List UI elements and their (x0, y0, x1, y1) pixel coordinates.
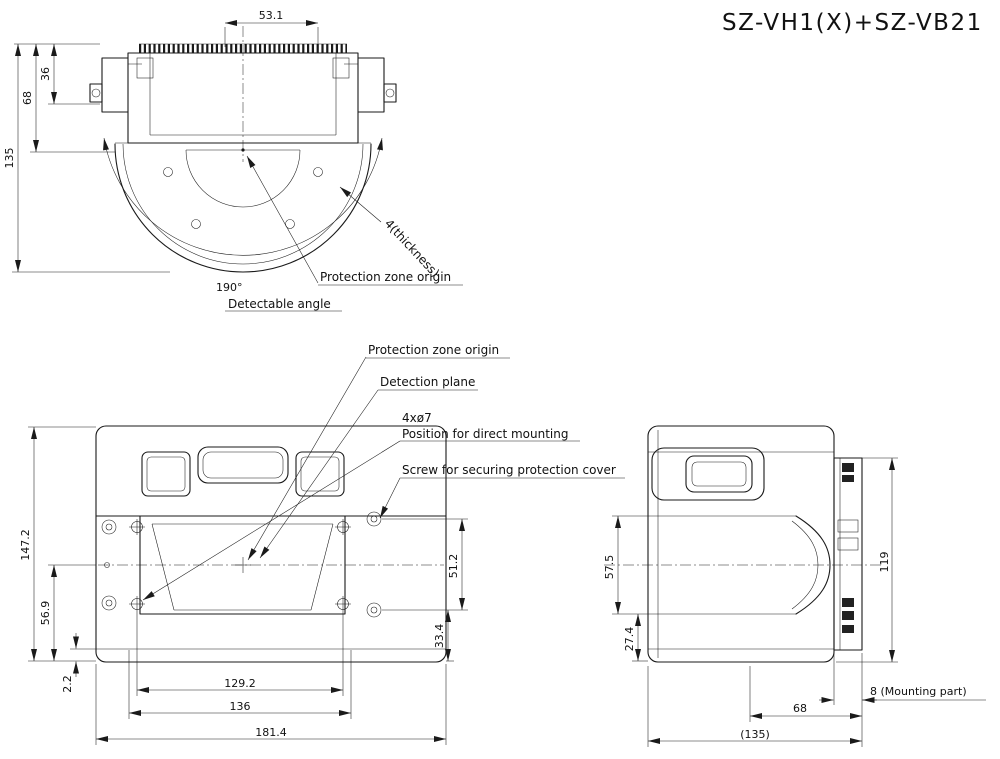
detectable-angle-label: Detectable angle (228, 297, 331, 311)
label-mounting-hole: 4xø7 Position for direct mounting (142, 411, 580, 601)
display-slot (197, 446, 289, 484)
dimension-136: 136 (128, 650, 352, 719)
dim-text-36: 36 (39, 67, 52, 81)
cover-screws (101, 511, 382, 618)
label-detectable-angle: 190° Detectable angle (212, 280, 345, 312)
dimension-181-4: 181.4 (95, 664, 447, 745)
detection-plane-label: Detection plane (380, 375, 475, 389)
label-detection-plane: Detection plane (259, 375, 478, 559)
dim-text-135-ref: (135) (740, 728, 770, 741)
connector-fins (139, 43, 347, 53)
side-body (604, 425, 884, 663)
dim-text-8-mounting: 8 (Mounting part) (870, 685, 967, 698)
dim-text-51-2: 51.2 (447, 554, 460, 579)
protection-hood (114, 26, 372, 273)
dim-text-147-2: 147.2 (19, 529, 32, 561)
front-view: 147.2 56.9 2.2 51.2 33.4 129.2 (19, 343, 625, 745)
dimension-68-top: 68 (21, 44, 115, 153)
mounting-holes (129, 519, 351, 612)
hood-screw (163, 167, 173, 177)
dim-text-68-top: 68 (21, 91, 34, 105)
side-vent-window (651, 447, 765, 501)
dimension-147-2: 147.2 (19, 426, 96, 662)
dim-text-68-side: 68 (793, 702, 807, 715)
label-cover-screw: Screw for securing protection cover (379, 463, 625, 519)
origin-cross (235, 557, 251, 573)
dimension-56-9: 56.9 (39, 564, 96, 661)
vent-window-right (295, 451, 345, 497)
hood-screw (285, 219, 295, 229)
side-view: 57.5 27.4 119 8 (Mounting part) 68 ( (603, 425, 986, 747)
dim-text-33-4: 33.4 (433, 624, 446, 649)
mounting-bracket-left (89, 57, 129, 113)
label-thickness: 4(thickness) (339, 186, 442, 280)
dimension-36: 36 (14, 43, 100, 105)
dimension-27-4: 27.4 (623, 614, 648, 662)
dim-text-2-2: 2.2 (61, 675, 74, 693)
rear-mounting-plate (833, 457, 863, 651)
dimension-135-ref: (135) (647, 666, 862, 747)
top-view: 53.1 36 68 135 4(thickness) Protection z… (3, 9, 463, 312)
window-curve (795, 515, 831, 615)
dimension-129-2: 129.2 (136, 612, 344, 696)
dim-text-119: 119 (878, 552, 891, 573)
dimension-2-2: 2.2 (61, 633, 96, 693)
drawing-title: SZ-VH1(X)+SZ-VB21 (722, 10, 983, 36)
dim-text-129-2: 129.2 (224, 677, 256, 690)
dim-text-135: 135 (3, 148, 16, 169)
vent-window-left (141, 451, 191, 497)
dim-text-56-9: 56.9 (39, 601, 52, 626)
protection-zone-origin-label: Protection zone origin (320, 270, 451, 284)
dim-text-57-5: 57.5 (603, 555, 616, 580)
dim-text-27-4: 27.4 (623, 627, 636, 652)
hole-desc-label: Position for direct mounting (402, 427, 568, 441)
front-body (95, 425, 447, 663)
dim-text-136: 136 (230, 700, 251, 713)
mounting-bracket-right (357, 57, 397, 113)
dimension-8-mounting-part: 8 (Mounting part) (819, 653, 986, 747)
dimension-53-1: 53.1 (224, 9, 319, 47)
hole-spec-label: 4xø7 (402, 411, 432, 425)
dimension-68-side: 68 (749, 666, 862, 722)
dim-text-181-4: 181.4 (255, 726, 287, 739)
cover-screw-label: Screw for securing protection cover (402, 463, 616, 477)
dimension-135: 135 (3, 44, 170, 273)
dim-text-190: 190° (216, 281, 243, 294)
dim-text-53-1: 53.1 (259, 9, 284, 22)
protection-zone-origin-label: Protection zone origin (368, 343, 499, 357)
detectable-angle-arc (103, 137, 383, 256)
hood-screw (191, 219, 201, 229)
label-protection-zone-origin-top: Protection zone origin (246, 155, 463, 286)
hood-screw (313, 167, 323, 177)
dimension-33-4: 33.4 (433, 610, 454, 662)
dimension-119: 119 (836, 457, 898, 663)
dimension-51-2: 51.2 (382, 518, 468, 611)
dimension-57-5: 57.5 (603, 515, 648, 615)
label-protection-zone-origin-front: Protection zone origin (247, 343, 510, 561)
